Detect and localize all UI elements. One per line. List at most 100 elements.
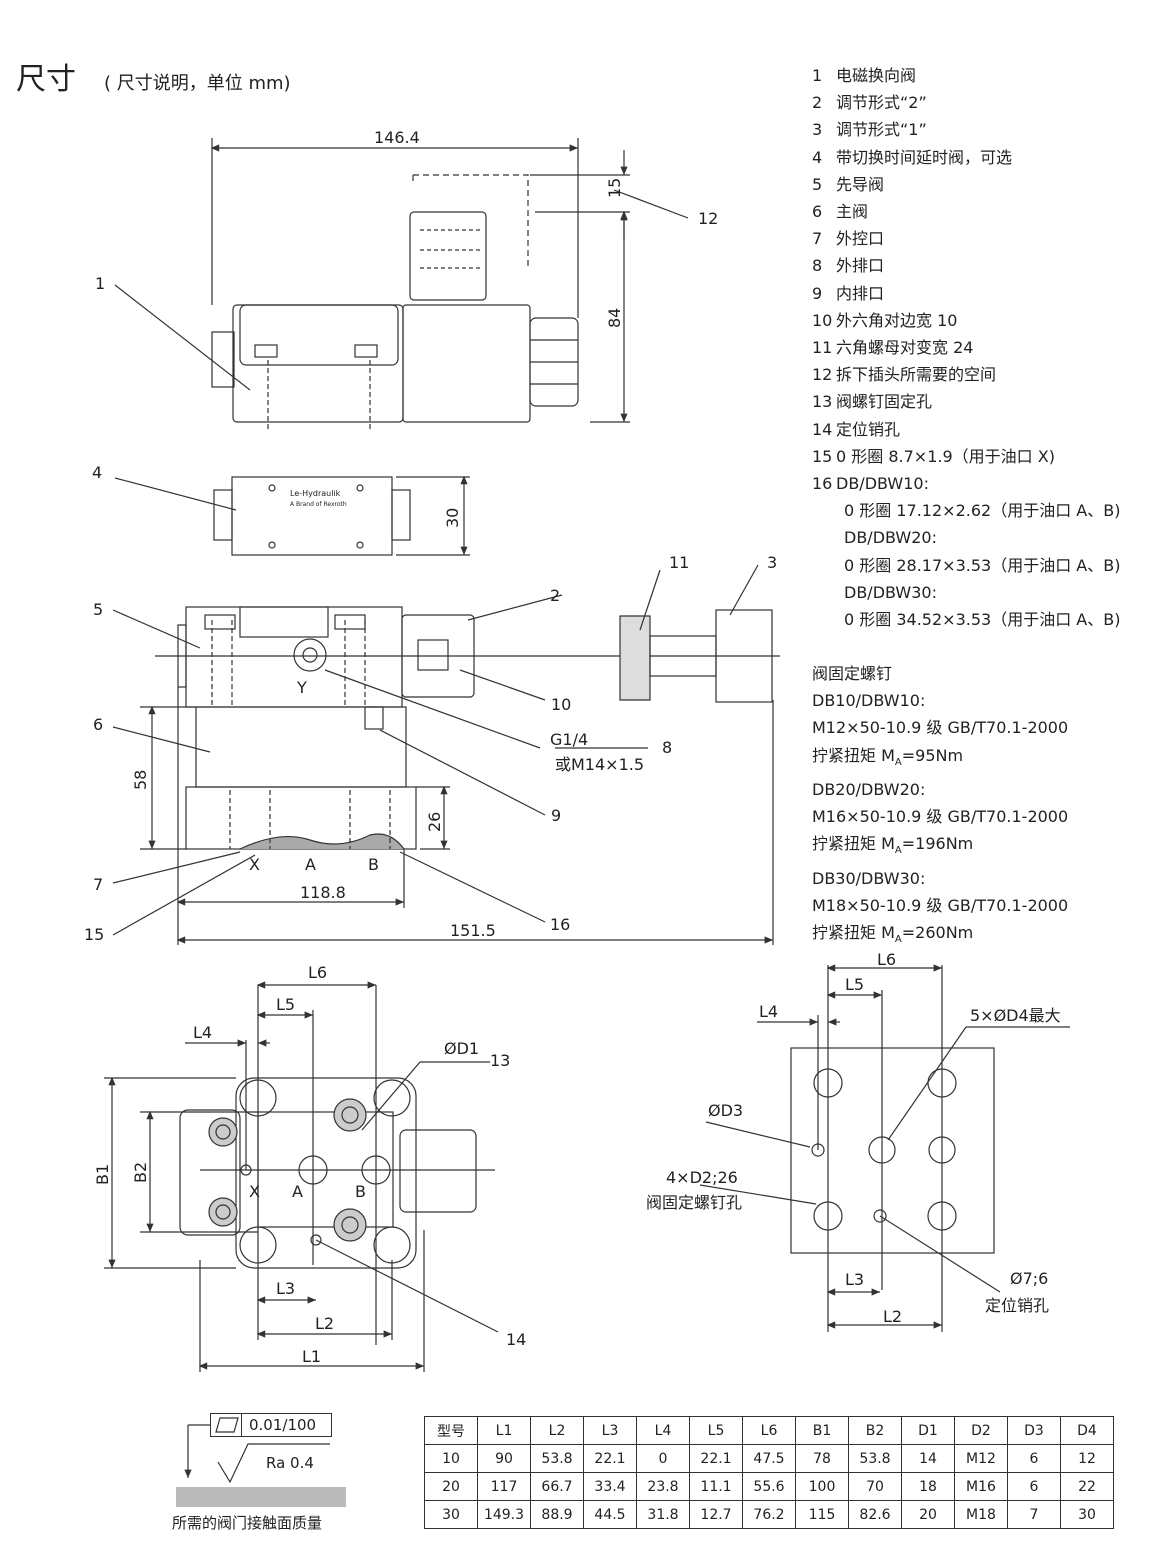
callout-10: 10 (551, 695, 571, 714)
legend-number: 11 (812, 338, 833, 358)
pattern-l2: L2 (883, 1307, 902, 1326)
torque-value: =260Nm (901, 923, 974, 943)
pattern-l5: L5 (845, 975, 864, 994)
table-cell: 6 (1007, 1444, 1061, 1473)
side-view (114, 138, 689, 432)
plan-view (104, 981, 499, 1372)
table-cell: M12 (954, 1444, 1008, 1473)
table-cell: 30 (1060, 1500, 1114, 1529)
callout-1: 1 (95, 274, 105, 293)
callout-5: 5 (93, 600, 103, 619)
table-cell: 12 (1060, 1444, 1114, 1473)
callout-4: 4 (92, 463, 102, 482)
torque-subscript: A (894, 845, 902, 857)
legend-text: DB/DBW10: (836, 474, 929, 494)
legend-number: 10 (812, 310, 833, 330)
legend-text: 电磁换向阀 (836, 66, 917, 85)
legend-item: 1 电磁换向阀 (812, 62, 1120, 89)
plan-b: B (355, 1182, 366, 1201)
mounting-pattern (699, 964, 1070, 1332)
surface-quality (176, 1417, 346, 1507)
callout-15: 15 (84, 925, 104, 944)
flatness-icon (211, 1414, 242, 1436)
plan-l1: L1 (302, 1347, 321, 1366)
pattern-d2-label: 阀固定螺钉孔 (646, 1193, 742, 1212)
legend-text: 外六角对边宽 10 (836, 310, 958, 330)
table-cell: 55.6 (742, 1472, 796, 1501)
table-header-cell: L4 (636, 1416, 690, 1445)
screw-spec: M18×50-10.9 级 GB/T70.1-2000 (812, 896, 1069, 915)
dim-151: 151.5 (450, 921, 496, 940)
screw-model: DB10/DBW10: (812, 691, 926, 711)
legend-text: 定位销孔 (836, 419, 901, 439)
torque-label: 拧紧扭矩 M (812, 834, 895, 854)
legend-number: 8 (812, 256, 823, 276)
unit-note: ( 尺寸说明，单位 mm) (104, 73, 291, 94)
callout-12: 12 (698, 209, 718, 228)
plan-l6: L6 (308, 963, 327, 982)
table-cell: 12.7 (689, 1500, 743, 1529)
table-cell: M18 (954, 1500, 1008, 1529)
callout-9: 9 (551, 806, 561, 825)
table-header-cell: D1 (901, 1416, 955, 1445)
pattern-l6: L6 (877, 950, 896, 969)
callout-16: 16 (550, 915, 570, 934)
table-cell: 18 (901, 1472, 955, 1501)
table-header-cell: 型号 (424, 1416, 478, 1445)
table-header-cell: L5 (689, 1416, 743, 1445)
port-a: A (305, 855, 316, 874)
pattern-d4: 5×ØD4最大 (970, 1006, 1061, 1025)
table-cell: 90 (477, 1444, 531, 1473)
thread-g14: G1/4 (550, 730, 588, 749)
pattern-pin-label: 定位销孔 (985, 1296, 1049, 1315)
screw-model: DB30/DBW30: (812, 868, 926, 888)
legend-number: 16 (812, 474, 833, 494)
table-cell: 0 (636, 1444, 690, 1473)
table-cell: 14 (901, 1444, 955, 1473)
legend-text: 0 形圈 8.7×1.9（用于油口 X) (836, 446, 1055, 466)
table-cell: 6 (1007, 1472, 1061, 1501)
torque-value: =95Nm (901, 745, 964, 765)
dim-26: 26 (425, 812, 444, 832)
table-cell: 11.1 (689, 1472, 743, 1501)
flatness-tolerance-box: 0.01/100 (210, 1413, 332, 1437)
legend-number: 5 (812, 174, 823, 194)
dim-58: 58 (131, 770, 150, 790)
dim-30: 30 (443, 508, 462, 528)
table-cell: 22.1 (583, 1444, 637, 1473)
legend-text: 六角螺母对变宽 24 (836, 338, 974, 358)
plan-l2: L2 (315, 1314, 334, 1333)
section-view (112, 564, 780, 945)
table-cell: 20 (901, 1500, 955, 1529)
table-cell: 7 (1007, 1500, 1061, 1529)
legend-text: 外排口 (836, 256, 885, 276)
legend-subitem: DB/DBW30: (844, 582, 937, 602)
plan-l5: L5 (276, 995, 295, 1014)
legend-text: 内排口 (836, 283, 885, 303)
table-header-cell: D3 (1007, 1416, 1061, 1445)
table-cell: 88.9 (530, 1500, 584, 1529)
torque-subscript: A (894, 934, 902, 946)
legend-number: 15 (812, 446, 833, 466)
table-cell: 66.7 (530, 1472, 584, 1501)
roughness-value: Ra 0.4 (266, 1454, 314, 1472)
table-header-cell: L1 (477, 1416, 531, 1445)
screw-torque: 拧紧扭矩 MA=196Nm (812, 830, 1068, 864)
dim-15: 15 (605, 178, 624, 198)
legend-number: 1 (812, 66, 823, 85)
svg-text:A Brand of Rexroth: A Brand of Rexroth (290, 501, 347, 508)
callout-13: 13 (490, 1051, 510, 1070)
table-cell: 100 (795, 1472, 849, 1501)
